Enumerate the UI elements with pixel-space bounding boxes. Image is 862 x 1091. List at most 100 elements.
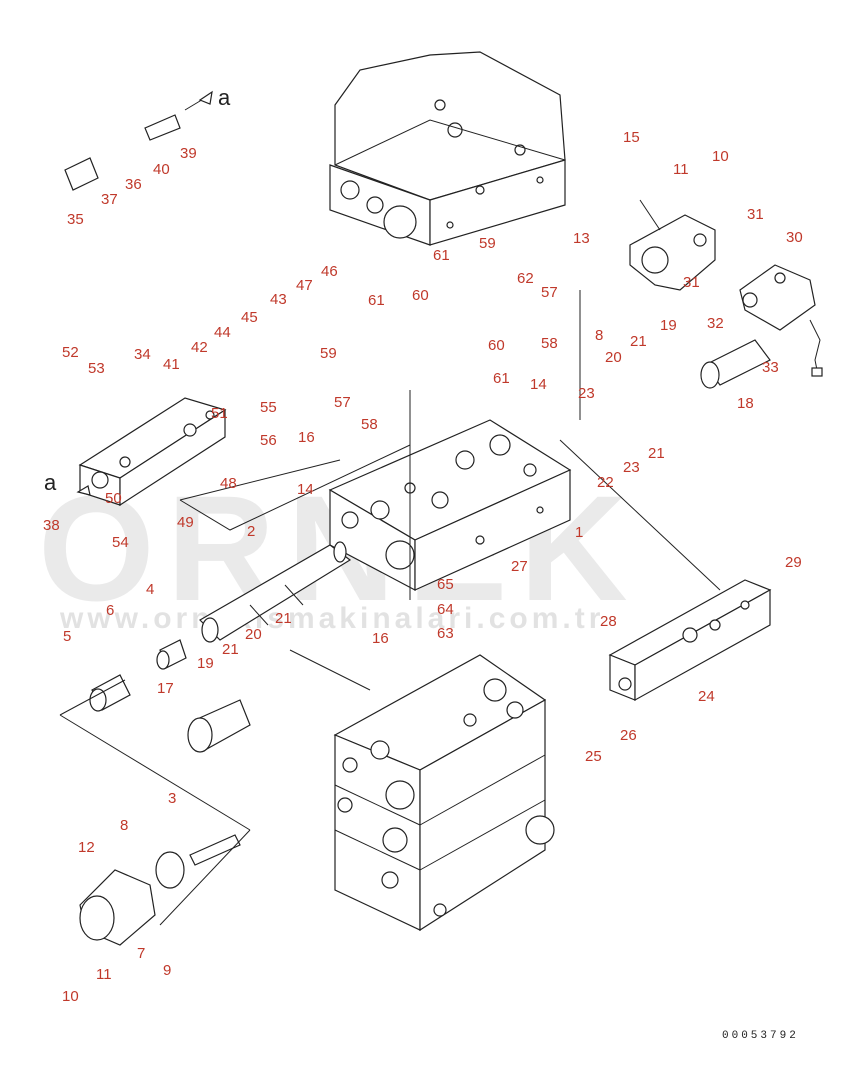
callout-58-1: 58 [541,335,558,352]
callout-28: 28 [600,613,617,630]
direction-arrows: a a [44,85,231,496]
upper-left-plug [64,114,181,191]
callout-14-1: 14 [297,481,314,498]
callout-20-1: 20 [245,626,262,643]
callout-20: 20 [605,349,622,366]
callout-65: 65 [437,576,454,593]
callout-60: 60 [412,287,429,304]
callout-10: 10 [62,988,79,1005]
callout-43: 43 [270,291,287,308]
callout-59-1: 59 [320,345,337,362]
callout-33: 33 [762,359,779,376]
right-end-plate [608,579,772,702]
callout-21-2: 21 [275,610,292,627]
callout-layer: 1234567889101011111213141415161617181919… [43,129,803,1005]
callout-2: 2 [247,523,255,540]
callout-11-1: 11 [673,161,689,178]
callout-57-1: 57 [541,284,558,301]
callout-60-1: 60 [488,337,505,354]
callout-34: 34 [134,346,151,363]
callout-9: 9 [163,962,171,979]
callout-14: 14 [530,376,547,393]
lower-left-cover [79,834,241,946]
callout-26: 26 [620,727,637,744]
callout-19-1: 19 [197,655,214,672]
callout-56: 56 [260,432,277,449]
callout-42: 42 [191,339,208,356]
callout-54: 54 [112,534,129,551]
callout-55: 55 [260,399,277,416]
callout-24: 24 [698,688,715,705]
callout-1: 1 [575,524,583,541]
main-spool [199,541,352,643]
callout-59: 59 [479,235,496,252]
callout-61-2: 61 [493,370,510,387]
callout-51: 51 [211,405,228,422]
callout-21-3: 21 [648,445,665,462]
callout-13: 13 [573,230,590,247]
callout-50: 50 [105,490,122,507]
callout-62: 62 [517,270,534,287]
callout-47: 47 [296,277,313,294]
callout-30: 30 [786,229,803,246]
callout-18: 18 [737,395,754,412]
callout-16-1: 16 [372,630,389,647]
callout-32: 32 [707,315,724,332]
callout-19: 19 [660,317,677,334]
callout-35: 35 [67,211,84,228]
callout-61-1: 61 [433,247,450,264]
main-valve-body [328,419,572,591]
callout-22: 22 [597,474,614,491]
callout-12: 12 [78,839,95,856]
callout-40: 40 [153,161,170,178]
arrow-label-left: a [44,470,57,495]
callout-36: 36 [125,176,142,193]
callout-15: 15 [623,129,640,146]
callout-49: 49 [177,514,194,531]
upper-valve-block [329,51,566,246]
right-spool-assembly [700,339,771,389]
callout-10-1: 10 [712,148,729,165]
callout-25: 25 [585,748,602,765]
watermark-url: www.ornekismakinalari.com.tr [59,602,604,635]
callout-37: 37 [101,191,118,208]
callout-31: 31 [747,206,764,223]
callout-4: 4 [146,581,154,598]
callout-16: 16 [298,429,315,446]
callout-44: 44 [214,324,231,341]
callout-57: 57 [334,394,351,411]
callout-23-1: 23 [623,459,640,476]
callout-21: 21 [630,333,647,350]
callout-46: 46 [321,263,338,280]
callout-31-1: 31 [683,274,700,291]
callout-53: 53 [88,360,105,377]
figure-number: 00053792 [722,1030,799,1042]
callout-3: 3 [168,790,176,807]
callout-45: 45 [241,309,258,326]
callout-64: 64 [437,601,454,618]
left-end-cover [78,397,227,507]
callout-8-1: 8 [595,327,603,344]
callout-29: 29 [785,554,802,571]
callout-38: 38 [43,517,60,534]
leader-lines [59,94,721,926]
callout-39: 39 [180,145,197,162]
arrow-label-top: a [218,85,231,110]
callout-21-1: 21 [222,641,239,658]
left-cap-assembly [89,639,251,753]
callout-17: 17 [157,680,174,697]
callout-11: 11 [96,966,112,983]
callout-61: 61 [368,292,385,309]
callout-27: 27 [511,558,528,575]
right-cover-and-solenoid [629,214,823,377]
callout-63: 63 [437,625,454,642]
callout-58: 58 [361,416,378,433]
callout-23: 23 [578,385,595,402]
callout-52: 52 [62,344,79,361]
callout-48: 48 [220,475,237,492]
callout-7: 7 [137,945,145,962]
lower-valve-stack [333,654,555,932]
callout-8: 8 [120,817,128,834]
